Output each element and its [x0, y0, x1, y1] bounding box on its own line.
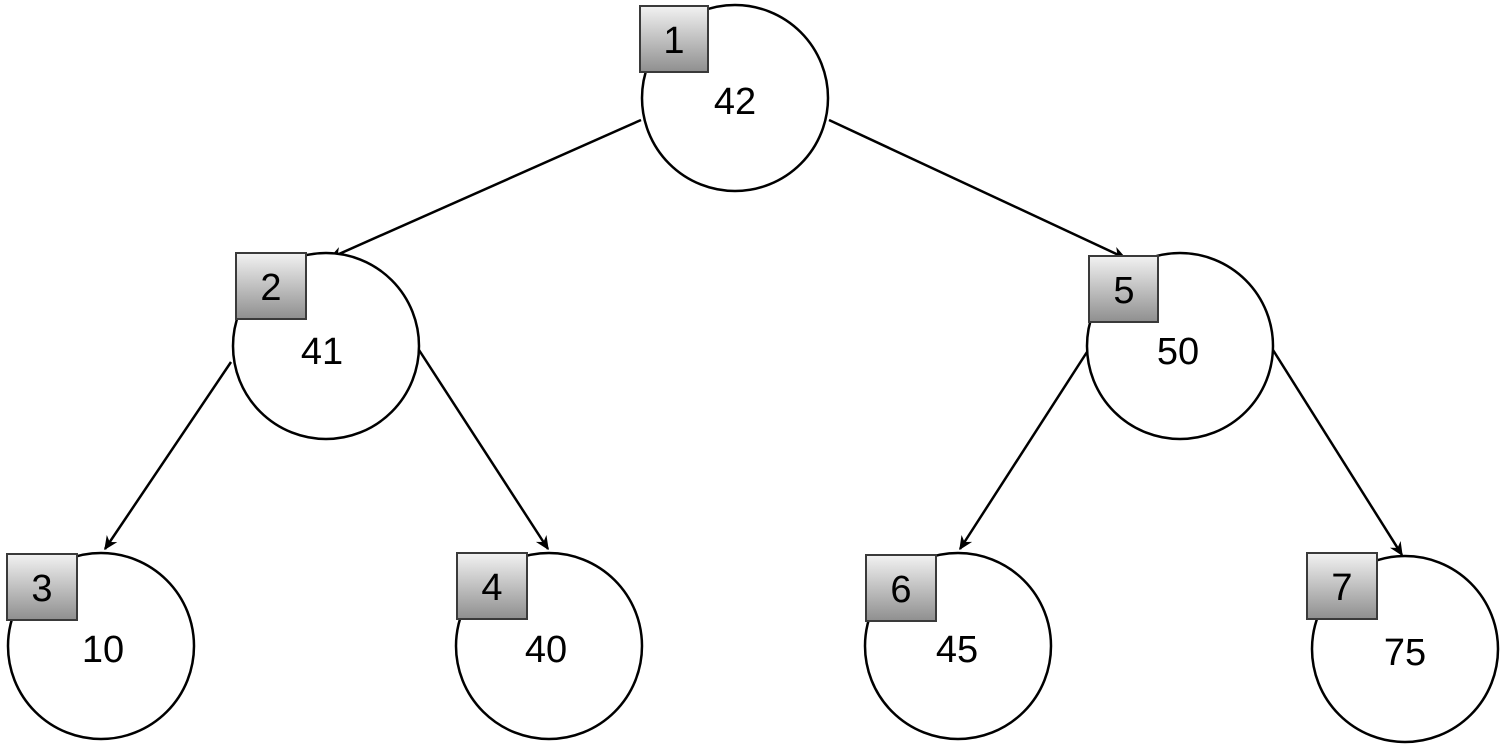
- node-value: 40: [525, 629, 567, 671]
- index-badge-label: 7: [1331, 567, 1352, 609]
- index-badge: [456, 552, 528, 620]
- tree-node-2: 41 2: [231, 251, 421, 441]
- edge-2-4: [417, 349, 550, 551]
- index-badge-label: 3: [31, 568, 52, 610]
- index-badge: [865, 554, 937, 622]
- index-badge-label: 1: [663, 20, 684, 62]
- edge-1-5: [828, 118, 1127, 260]
- tree-node-6: 45 6: [863, 551, 1053, 741]
- tree-node-4: 40 4: [454, 551, 644, 741]
- node-value: 42: [714, 81, 756, 123]
- index-badge: [1088, 255, 1159, 323]
- edge-1-2: [328, 118, 642, 260]
- index-badge: [235, 252, 307, 320]
- index-badge: [6, 553, 78, 621]
- index-badge-label: 6: [890, 569, 911, 611]
- edges: [103, 118, 1404, 557]
- node-value: 45: [936, 629, 978, 671]
- edge-5-6: [958, 351, 1089, 551]
- node-value: 75: [1384, 632, 1426, 674]
- index-badge-label: 4: [481, 567, 502, 609]
- node-value: 50: [1157, 331, 1199, 373]
- tree-node-1: 42 1: [639, 3, 830, 193]
- edge-2-3: [103, 361, 233, 551]
- index-badge: [1306, 552, 1378, 620]
- tree-node-3: 10 3: [6, 551, 196, 741]
- index-badge: [639, 5, 709, 73]
- node-value: 41: [301, 331, 343, 373]
- edge-5-7: [1271, 349, 1404, 557]
- index-badge-label: 5: [1113, 270, 1134, 312]
- tree-node-7: 75 7: [1306, 552, 1500, 744]
- node-value: 10: [82, 629, 124, 671]
- index-badge-label: 2: [260, 267, 281, 309]
- tree-node-5: 50 5: [1085, 251, 1275, 441]
